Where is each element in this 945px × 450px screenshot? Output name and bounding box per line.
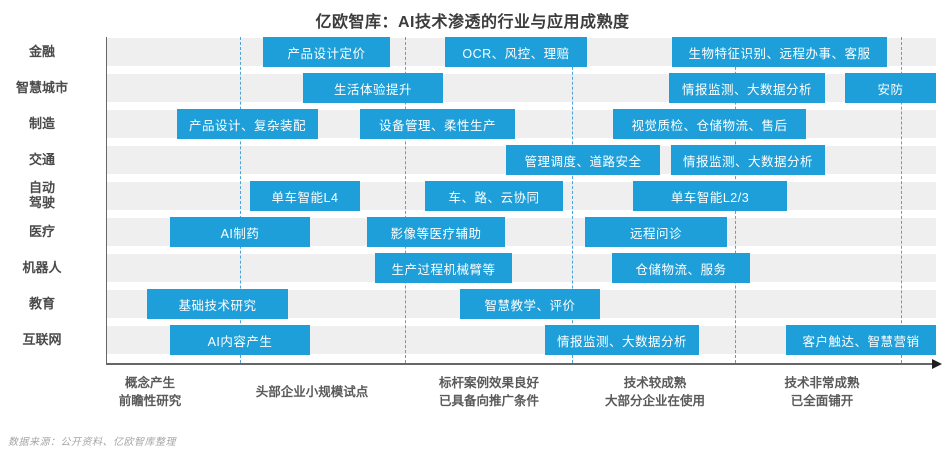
stage-divider-line bbox=[901, 37, 902, 363]
chart-box: 情报监测、大数据分析 bbox=[671, 145, 825, 175]
row-stripe bbox=[107, 254, 936, 282]
stage-divider-line bbox=[405, 37, 406, 363]
data-source-note: 数据来源：公开资料、亿欧智库整理 bbox=[8, 437, 176, 448]
stage-label: 技术较成熟 大部分企业在使用 bbox=[604, 375, 705, 408]
stage-label: 标杆案例效果良好 已具备向推广条件 bbox=[438, 375, 539, 408]
chart-box: 安防 bbox=[845, 73, 936, 103]
stage-divider-line bbox=[572, 37, 573, 363]
stage-label: 头部企业小规模试点 bbox=[255, 384, 369, 399]
y-axis-line bbox=[106, 37, 107, 364]
chart-box: 生活体验提升 bbox=[303, 73, 443, 103]
row-label: 金融 bbox=[28, 43, 55, 59]
chart-box: 情报监测、大数据分析 bbox=[545, 325, 699, 355]
chart-box: 产品设计定价 bbox=[263, 37, 390, 67]
stage-label: 概念产生 前瞻性研究 bbox=[118, 375, 182, 408]
stage-label: 技术非常成熟 已全面铺开 bbox=[784, 375, 860, 408]
chart-box: 远程问诊 bbox=[585, 217, 727, 247]
row-label: 交通 bbox=[28, 151, 55, 167]
chart-box: 情报监测、大数据分析 bbox=[669, 73, 825, 103]
row-label: 医疗 bbox=[28, 223, 55, 239]
x-axis-line bbox=[106, 363, 932, 365]
chart-box: 仓储物流、服务 bbox=[612, 253, 750, 283]
chart-box: AI内容产生 bbox=[170, 325, 310, 355]
chart-box: 产品设计、复杂装配 bbox=[177, 109, 318, 139]
chart-title: 亿欧智库：AI技术渗透的行业与应用成熟度 bbox=[315, 14, 630, 31]
chart-box: AI制药 bbox=[170, 217, 310, 247]
stage-divider-line bbox=[240, 37, 241, 363]
chart-box: 智慧教学、评价 bbox=[460, 289, 600, 319]
chart-box: 管理调度、道路安全 bbox=[506, 145, 660, 175]
row-label: 智慧城市 bbox=[15, 79, 68, 95]
chart-box: 设备管理、柔性生产 bbox=[360, 109, 515, 139]
row-label: 自动 驾驶 bbox=[28, 180, 55, 210]
chart-box: 影像等医疗辅助 bbox=[367, 217, 505, 247]
row-label: 互联网 bbox=[22, 331, 62, 347]
x-axis-arrow bbox=[932, 359, 942, 369]
row-label: 教育 bbox=[28, 295, 55, 311]
chart-box: 单车智能L4 bbox=[250, 181, 360, 211]
chart-box: 视觉质检、仓储物流、售后 bbox=[613, 109, 806, 139]
row-label: 制造 bbox=[28, 115, 55, 131]
chart-box: 车、路、云协同 bbox=[425, 181, 563, 211]
chart-box: OCR、风控、理赔 bbox=[445, 37, 587, 67]
chart-box: 生物特征识别、远程办事、客服 bbox=[672, 37, 887, 67]
chart-box: 单车智能L2/3 bbox=[633, 181, 787, 211]
chart-box: 客户触达、智慧营销 bbox=[786, 325, 936, 355]
row-label: 机器人 bbox=[22, 259, 62, 275]
chart-box: 基础技术研究 bbox=[147, 289, 288, 319]
chart-box: 生产过程机械臂等 bbox=[375, 253, 512, 283]
